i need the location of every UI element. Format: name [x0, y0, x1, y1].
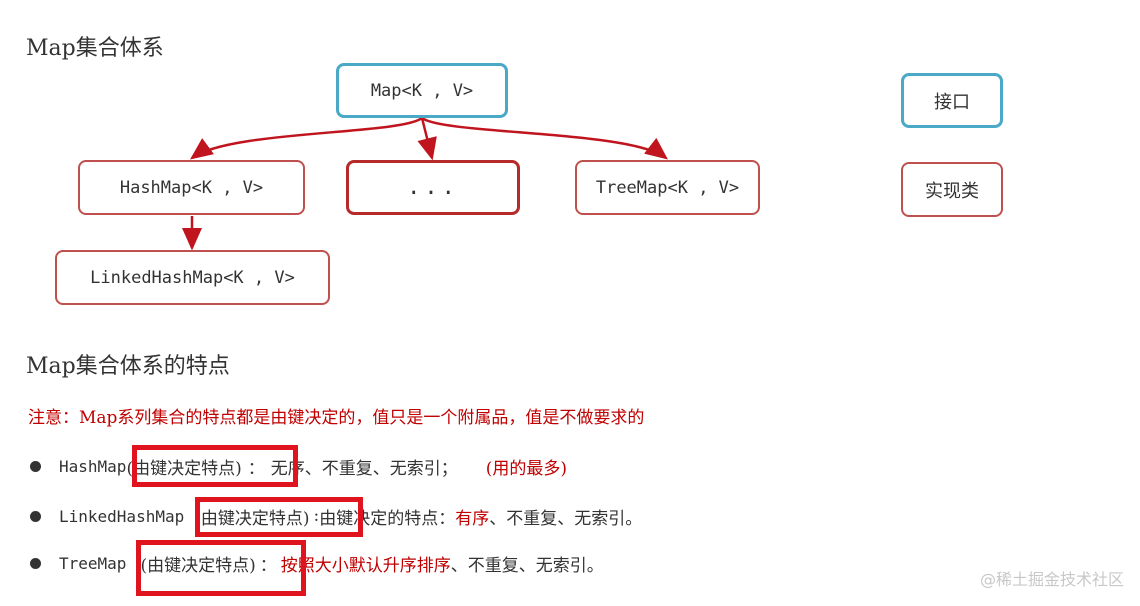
inheritance-arrows [182, 116, 668, 251]
legend-interface: 接口 [901, 73, 1003, 128]
list-item-linkedhashmap: LinkedHashMap (由键决定特点) : 由键决定的特点： 有序 、不重… [30, 500, 642, 532]
arrow-map-to-ellipsis [417, 117, 437, 161]
bullet-icon [30, 460, 41, 472]
bullet-icon [30, 557, 41, 569]
class-name: HashMap [59, 456, 127, 476]
section-title-features: Map集合体系的特点 [26, 354, 230, 379]
description-highlight: 有序 [455, 508, 490, 529]
highlight-box-linkedhashmap [195, 497, 363, 537]
key-tag: (由键决定特点) [140, 555, 256, 576]
separator: ： [259, 555, 277, 576]
separator: : [313, 506, 320, 526]
list-item-hashmap: HashMap (由键决定特点) ： 无序、不重复、无索引； (用的最多) [30, 450, 567, 482]
description-highlight: 按照大小默认升序排序 [280, 555, 451, 576]
treemap-node: TreeMap<K , V> [575, 160, 760, 215]
key-tag: (由键决定特点) [126, 458, 242, 479]
class-name: LinkedHashMap [59, 506, 185, 526]
description-rest: 、不重复、无索引。 [450, 555, 604, 576]
description-prefix: 由键决定的特点： [319, 508, 456, 529]
hashmap-node: HashMap<K , V> [78, 160, 305, 215]
highlight-box-treemap [136, 540, 306, 596]
usage-note: (用的最多) [485, 458, 567, 479]
map-interface-node: Map<K , V> [336, 63, 508, 118]
ellipsis-node: ... [346, 160, 520, 215]
description-rest: 、不重复、无索引。 [489, 508, 643, 529]
class-name: TreeMap [59, 553, 127, 573]
linkedhashmap-node: LinkedHashMap<K , V> [55, 250, 330, 305]
separator: ： [247, 458, 265, 479]
highlight-box-hashmap [132, 445, 298, 487]
section-title-hierarchy: Map集合体系 [26, 36, 164, 61]
description: 无序、不重复、无索引； [270, 458, 458, 479]
note-text: 注意：Map系列集合的特点都是由键决定的，值只是一个附属品，值是不做要求的 [28, 408, 645, 428]
arrow-map-to-hashmap [189, 116, 423, 160]
legend-implementation: 实现类 [901, 162, 1003, 217]
bullet-icon [30, 510, 41, 522]
list-item-treemap: TreeMap (由键决定特点) ： 按照大小默认升序排序 、不重复、无索引。 [30, 547, 604, 579]
watermark: @稀土掘金技术社区 [979, 570, 1124, 589]
key-tag: (由键决定特点) [194, 508, 310, 529]
arrow-map-to-treemap [421, 116, 668, 160]
